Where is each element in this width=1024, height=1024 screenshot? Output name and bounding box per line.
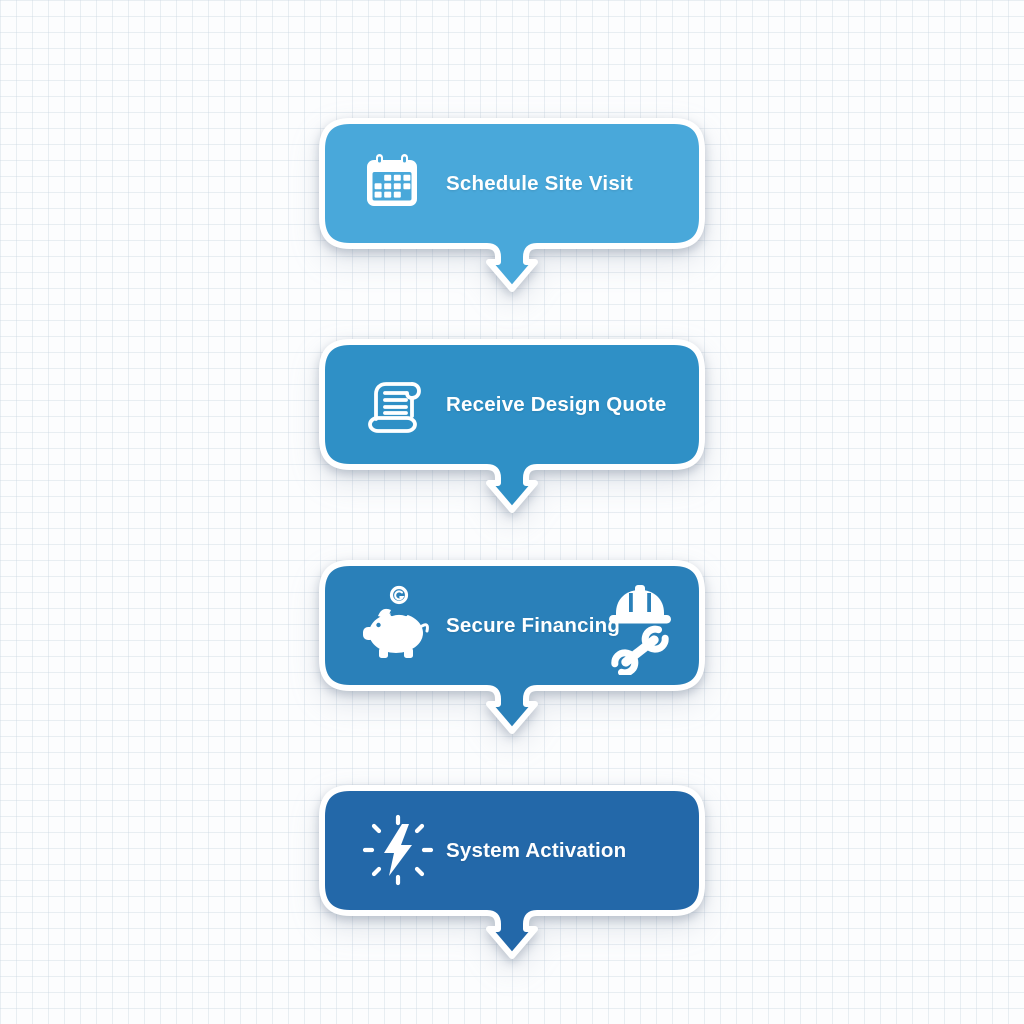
scroll-icon	[368, 382, 421, 433]
hard-hat-wrench-icon	[609, 585, 671, 675]
bubble-shape	[319, 560, 705, 734]
flow-step-system-activation: System Activation	[314, 780, 710, 962]
step-bubble	[319, 118, 705, 292]
step-bubble	[319, 560, 705, 734]
flow-step-secure-financing: Secure Financing	[314, 555, 710, 737]
step-label: Receive Design Quote	[446, 392, 667, 416]
flow-step-receive-design-quote: Receive Design Quote	[314, 334, 710, 516]
piggy-bank-coin-icon	[363, 585, 429, 658]
step-label: Schedule Site Visit	[446, 171, 633, 195]
calendar-icon	[367, 154, 417, 206]
step-label: Secure Financing	[446, 613, 621, 637]
flow-step-schedule-site-visit: Schedule Site Visit	[314, 113, 710, 295]
step-label: System Activation	[446, 838, 627, 862]
lightning-bolt-icon	[362, 814, 434, 886]
bubble-shape	[319, 118, 705, 292]
